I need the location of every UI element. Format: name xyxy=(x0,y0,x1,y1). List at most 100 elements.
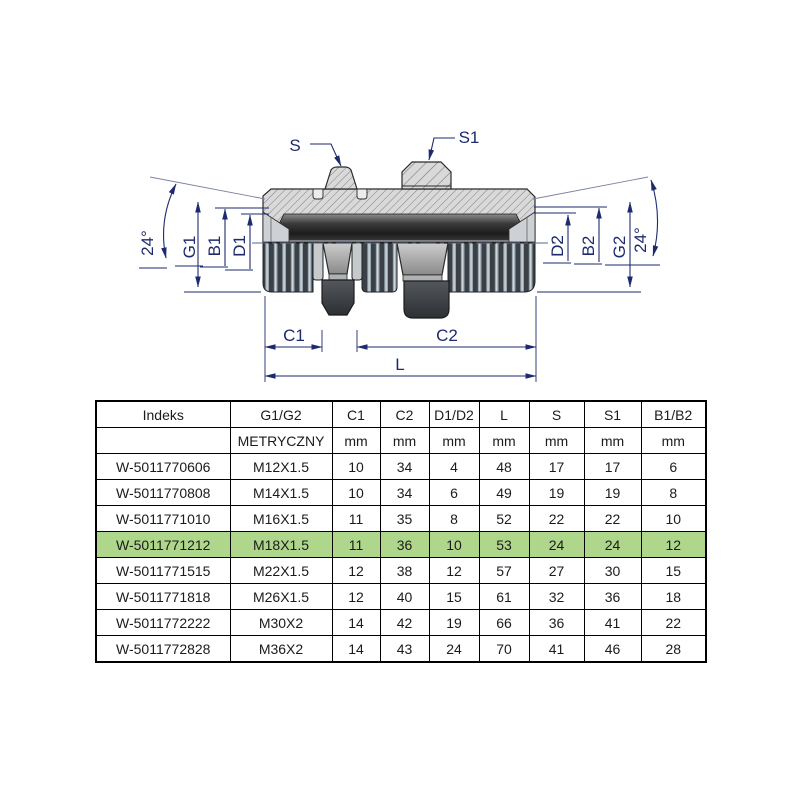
cone-seat-left xyxy=(262,211,290,243)
table-cell: W-5011770606 xyxy=(95,453,231,480)
table-header-cell: D1/D2 xyxy=(428,400,480,428)
table-cell: 57 xyxy=(478,557,530,584)
table-cell: 11 xyxy=(331,531,381,558)
table-cell: M14X1.5 xyxy=(229,479,333,506)
table-cell: 36 xyxy=(528,609,585,636)
table-cell: 34 xyxy=(379,453,430,480)
table-cell: 66 xyxy=(478,609,530,636)
table-header-cell: G1/G2 xyxy=(229,400,333,428)
table-cell: 36 xyxy=(379,531,430,558)
hex-s1-section xyxy=(401,161,452,190)
table-cell: W-5011770808 xyxy=(95,479,231,506)
table-cell: 46 xyxy=(583,635,642,663)
table-cell: 38 xyxy=(379,557,430,584)
label-angle-left: 24° xyxy=(138,230,157,256)
table-cell: W-5011772222 xyxy=(95,609,231,636)
table-cell: 30 xyxy=(583,557,642,584)
table-cell: 42 xyxy=(379,609,430,636)
table-cell: 35 xyxy=(379,505,430,532)
label-s: S xyxy=(289,136,300,155)
table-header-cell: B1/B2 xyxy=(640,400,707,428)
table-cell: 19 xyxy=(528,479,585,506)
locknut-s1 xyxy=(403,280,450,319)
table-cell: 17 xyxy=(528,453,585,480)
label-b1: B1 xyxy=(205,236,224,257)
groove-left xyxy=(312,188,324,200)
table-cell: 6 xyxy=(428,479,480,506)
groove-right xyxy=(356,188,368,200)
table-units-cell: mm xyxy=(478,427,530,454)
locknut-s xyxy=(321,279,355,316)
table-units-cell: mm xyxy=(379,427,430,454)
table-cell: 14 xyxy=(331,635,381,663)
label-angle-right: 24° xyxy=(631,227,650,253)
table-cell: 40 xyxy=(379,583,430,610)
table-cell: 24 xyxy=(528,531,585,558)
table-cell: 48 xyxy=(478,453,530,480)
dimensions xyxy=(139,137,660,382)
thread-runout-2 xyxy=(351,242,363,281)
table-header-cell: C2 xyxy=(379,400,430,428)
table-header-cell: S1 xyxy=(583,400,642,428)
table-cell: 22 xyxy=(583,505,642,532)
thread-band-left xyxy=(262,242,314,293)
label-s1: S1 xyxy=(459,128,480,147)
table-cell: W-5011772828 xyxy=(95,635,231,663)
table-cell: 8 xyxy=(640,479,707,506)
table-cell: 34 xyxy=(379,479,430,506)
label-c2: C2 xyxy=(436,326,458,345)
dimension-labels: S S1 24° G1 B1 D1 D2 B2 G2 24° C1 C2 L xyxy=(138,128,650,374)
table-cell: 15 xyxy=(640,557,707,584)
table-cell: 6 xyxy=(640,453,707,480)
bore xyxy=(271,213,529,243)
table-cell: 8 xyxy=(428,505,480,532)
table-cell: 24 xyxy=(428,635,480,663)
table-cell: 12 xyxy=(331,557,381,584)
table-cell: 49 xyxy=(478,479,530,506)
label-g1: G1 xyxy=(180,236,199,259)
table-cell: W-5011771212 xyxy=(95,531,231,558)
label-d2: D2 xyxy=(548,235,567,257)
fitting-body xyxy=(262,161,536,319)
table-cell: 15 xyxy=(428,583,480,610)
cone-seat-right xyxy=(508,211,536,243)
table-units-cell: mm xyxy=(528,427,585,454)
table-cell: W-5011771515 xyxy=(95,557,231,584)
table-cell: 70 xyxy=(478,635,530,663)
table-cell: 17 xyxy=(583,453,642,480)
table-cell: 4 xyxy=(428,453,480,480)
table-cell: 61 xyxy=(478,583,530,610)
table-units-cell xyxy=(95,427,231,454)
table-header-cell: L xyxy=(478,400,530,428)
table-cell: M30X2 xyxy=(229,609,333,636)
nut-s1-front xyxy=(396,242,449,276)
table-cell: 14 xyxy=(331,609,381,636)
table-units-cell: mm xyxy=(640,427,707,454)
table-cell: 10 xyxy=(331,479,381,506)
table-cell: M16X1.5 xyxy=(229,505,333,532)
table-cell: 43 xyxy=(379,635,430,663)
table-cell: W-5011771010 xyxy=(95,505,231,532)
table-cell: 27 xyxy=(528,557,585,584)
table-cell: M22X1.5 xyxy=(229,557,333,584)
table-cell: 10 xyxy=(428,531,480,558)
table-cell: M18X1.5 xyxy=(229,531,333,558)
table-cell: 22 xyxy=(640,609,707,636)
table-cell: 19 xyxy=(428,609,480,636)
table-cell: 12 xyxy=(640,531,707,558)
table-header-cell: C1 xyxy=(331,400,381,428)
leader-s1 xyxy=(428,137,455,161)
table-cell: M12X1.5 xyxy=(229,453,333,480)
label-l: L xyxy=(395,355,404,374)
label-g2: G2 xyxy=(610,236,629,259)
table-cell: W-5011771818 xyxy=(95,583,231,610)
